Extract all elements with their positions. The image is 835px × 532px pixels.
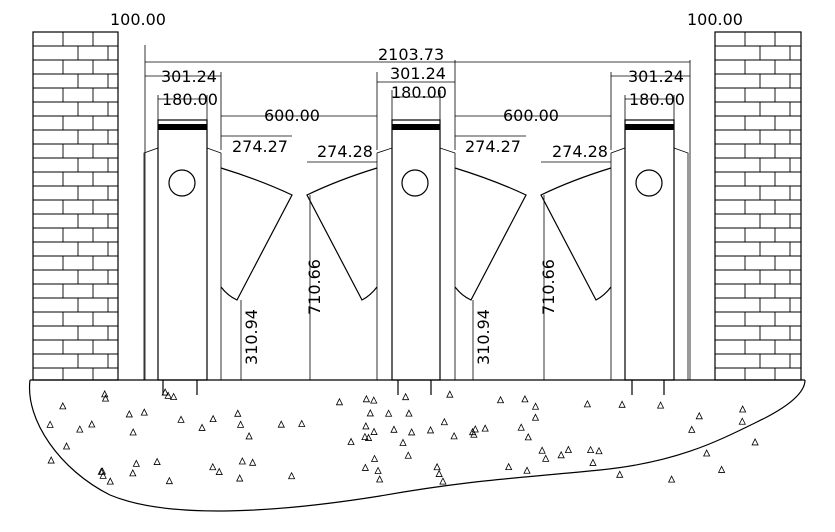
dim-cabinet-right-top: 180.00 — [629, 90, 685, 109]
dim-flap-left-b: 274.28 — [317, 142, 373, 161]
flap-left-lane2 — [454, 167, 527, 301]
dim-flap-right-b: 274.28 — [552, 142, 608, 161]
dim-wall-right: 100.00 — [687, 10, 743, 29]
cabinet-left — [143, 119, 222, 395]
left-brick-wall — [32, 31, 119, 381]
dim-flap-height-left: 710.66 — [305, 259, 324, 315]
dim-flap-right-a: 274.27 — [465, 137, 521, 156]
sensor-icon — [635, 169, 663, 197]
cabinet-middle — [376, 119, 456, 395]
dim-cabinet-left-width: 301.24 — [161, 67, 217, 86]
sensor-icon — [401, 169, 429, 197]
dim-lane-left-width: 600.00 — [264, 106, 320, 125]
flap-left-lane1 — [220, 167, 293, 301]
dim-flap-height-right: 710.66 — [539, 259, 558, 315]
dim-lane-right-width: 600.00 — [503, 106, 559, 125]
ground — [28, 379, 806, 512]
flap-right-lane2 — [540, 167, 612, 301]
cabinet-right — [610, 119, 689, 395]
dim-flap-left-a: 274.27 — [232, 137, 288, 156]
dim-cabinet-middle-top: 180.00 — [391, 83, 447, 102]
dim-flap-bottom-left: 310.94 — [242, 309, 261, 365]
dim-cabinet-right-width: 301.24 — [628, 67, 684, 86]
flap-right-lane1 — [306, 167, 378, 301]
dim-flap-bottom-right: 310.94 — [474, 309, 493, 365]
dim-wall-left: 100.00 — [110, 10, 166, 29]
dim-overall-width: 2103.73 — [378, 45, 444, 64]
dim-cabinet-middle-width: 301.24 — [390, 64, 446, 83]
sensor-icon — [168, 169, 196, 197]
dim-cabinet-left-top: 180.00 — [162, 90, 218, 109]
right-brick-wall — [714, 31, 802, 381]
